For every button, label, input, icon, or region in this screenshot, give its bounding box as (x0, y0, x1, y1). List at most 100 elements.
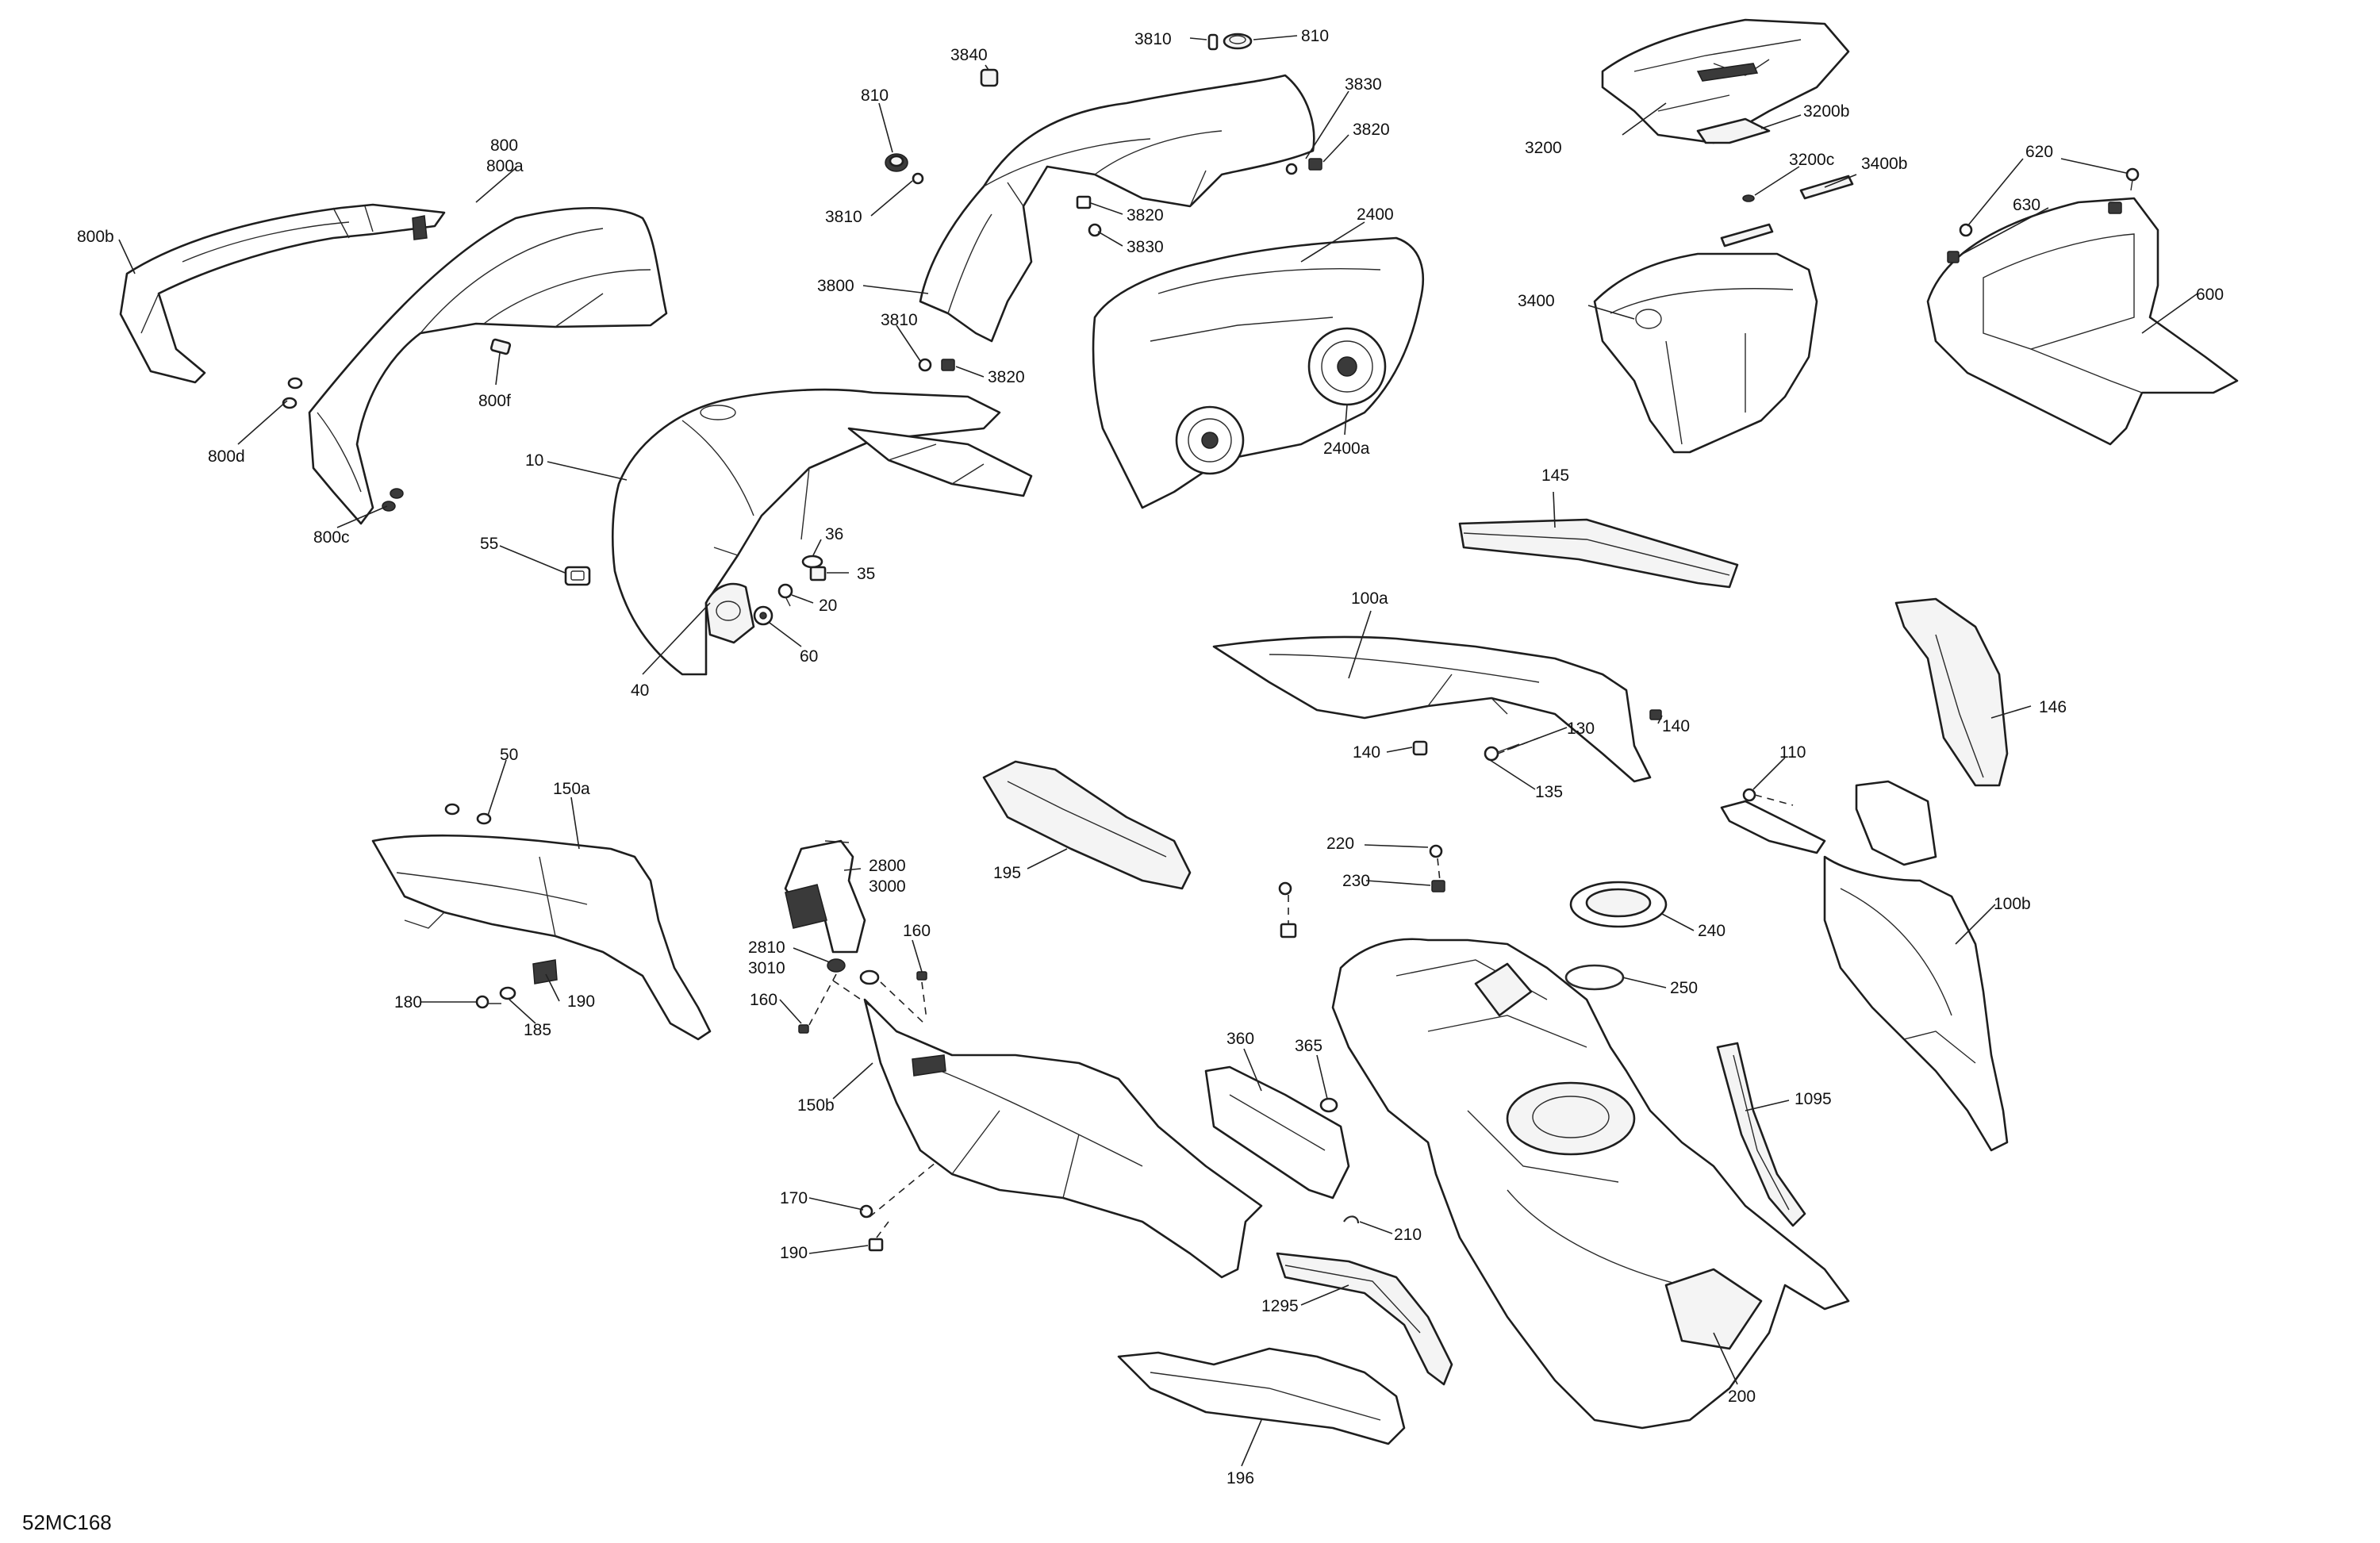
part-3200-storage-lid (1601, 18, 1850, 144)
callout-1095: 1095 (1795, 1090, 1832, 1108)
callout-195: 195 (993, 864, 1021, 882)
callout-800c: 800c (313, 528, 350, 547)
callout-135: 135 (1535, 783, 1563, 801)
callout-2810: 2810 (748, 938, 785, 957)
part-200-main-body (1331, 938, 1850, 1430)
part-10-front-fairing (611, 388, 1033, 676)
callout-20: 20 (819, 597, 837, 615)
part-800b-deflector (119, 203, 446, 384)
part-800f-clip (489, 338, 512, 355)
part-150a-lower-panel (371, 834, 712, 1041)
callout-3840: 3840 (950, 46, 988, 64)
part-1295-trim-strip (1276, 1252, 1453, 1386)
callout-100a: 100a (1351, 589, 1388, 608)
callout-810-top: 810 (1301, 27, 1329, 45)
callout-2400: 2400 (1357, 205, 1394, 224)
figure-reference-code: 52MC168 (22, 1510, 112, 1534)
callout-810-left: 810 (861, 86, 889, 105)
callout-800f: 800f (478, 392, 511, 410)
part-3820-3830-fasteners (941, 158, 1322, 371)
callout-240: 240 (1698, 922, 1726, 940)
part-195-side-strip (982, 760, 1192, 890)
callout-110: 110 (1779, 743, 1806, 762)
callout-3810-low: 3810 (881, 311, 918, 329)
callout-140-left: 140 (1353, 743, 1380, 762)
callout-40: 40 (631, 681, 649, 700)
callout-60: 60 (800, 647, 818, 666)
callout-100b: 100b (1994, 895, 2031, 913)
part-145-trim-strip (1458, 518, 1739, 589)
callout-210: 210 (1394, 1226, 1422, 1244)
part-55-grommet (564, 566, 591, 586)
callout-145: 145 (1541, 466, 1569, 485)
callout-130: 130 (1567, 720, 1595, 738)
part-800d-washers (282, 377, 303, 409)
callout-36: 36 (825, 525, 843, 543)
part-600-rear-tray (1926, 197, 2239, 446)
part-3800-support-frame (919, 74, 1315, 343)
callout-630: 630 (2013, 196, 2040, 214)
part-3400-storage-bin (1593, 252, 1818, 454)
part-100a-side-panel (1212, 635, 1652, 783)
callout-180: 180 (394, 993, 422, 1011)
callout-160-right: 160 (903, 922, 931, 940)
callout-3810-top: 3810 (1134, 30, 1172, 48)
callout-35: 35 (857, 565, 875, 583)
callout-800a: 800a (486, 157, 524, 175)
part-110-screw (1742, 788, 1756, 802)
part-100b-side-panel (1720, 780, 2009, 1152)
callout-140-right: 140 (1662, 717, 1690, 735)
part-60-washer (753, 605, 774, 626)
assembly-dashed-lines (808, 737, 1794, 1238)
callout-160-left: 160 (750, 991, 777, 1009)
callout-600: 600 (2196, 286, 2224, 304)
callout-labels: 3810 810 3840 810 3830 3820 3810 3820 38… (77, 27, 2224, 1487)
part-35-nut (809, 566, 827, 582)
callout-2800: 2800 (869, 857, 906, 875)
callout-1295: 1295 (1261, 1297, 1299, 1315)
callout-3820-mid: 3820 (1127, 206, 1164, 225)
callout-3810-mid: 3810 (825, 208, 862, 226)
part-620-630-fasteners (1947, 167, 2140, 263)
part-146-side-deflector (1894, 597, 2009, 787)
callout-185: 185 (524, 1021, 551, 1039)
callout-3800: 3800 (817, 277, 854, 295)
callout-800: 800 (490, 136, 518, 155)
callout-360: 360 (1226, 1030, 1254, 1048)
part-196-lower-cover (1117, 1347, 1406, 1445)
part-800c-washers (382, 488, 404, 512)
part-250-o-ring (1564, 964, 1625, 991)
callout-3820-low: 3820 (988, 368, 1025, 386)
part-1095-strip (1716, 1042, 1806, 1227)
callout-3200: 3200 (1525, 139, 1562, 157)
part-150b-lower-panel (863, 998, 1263, 1279)
callout-250: 250 (1670, 979, 1698, 997)
part-800-upper-cowl (308, 207, 668, 525)
part-2800-step-bracket (784, 839, 866, 954)
callout-3000: 3000 (869, 877, 906, 896)
part-220-230-fasteners (1278, 844, 1445, 938)
part-50-washers (444, 803, 492, 825)
part-170-190-fasteners (859, 1204, 884, 1252)
part-180-185-190-fasteners (475, 986, 516, 1009)
part-20-screw (777, 583, 793, 607)
callout-3820-top: 3820 (1353, 121, 1390, 139)
callout-230: 230 (1342, 872, 1370, 890)
part-2810-grommets (798, 958, 927, 1034)
callout-3830-top: 3830 (1345, 75, 1382, 94)
callout-190-low: 190 (780, 1244, 808, 1262)
part-3200c-clip (1742, 194, 1755, 202)
part-810-grommet-top (1223, 33, 1253, 50)
callout-2400a: 2400a (1323, 439, 1370, 458)
part-3400b-strips (1720, 175, 1854, 248)
callout-190-top: 190 (567, 992, 595, 1011)
part-210-clip (1343, 1215, 1360, 1224)
part-365-clip (1319, 1097, 1338, 1113)
part-240-filler-ring (1569, 881, 1668, 928)
part-140-130-135-fasteners (1412, 709, 1662, 762)
callout-220: 220 (1326, 835, 1354, 853)
callout-50: 50 (500, 746, 518, 764)
callout-3400: 3400 (1518, 292, 1555, 310)
callout-150b: 150b (797, 1096, 835, 1115)
